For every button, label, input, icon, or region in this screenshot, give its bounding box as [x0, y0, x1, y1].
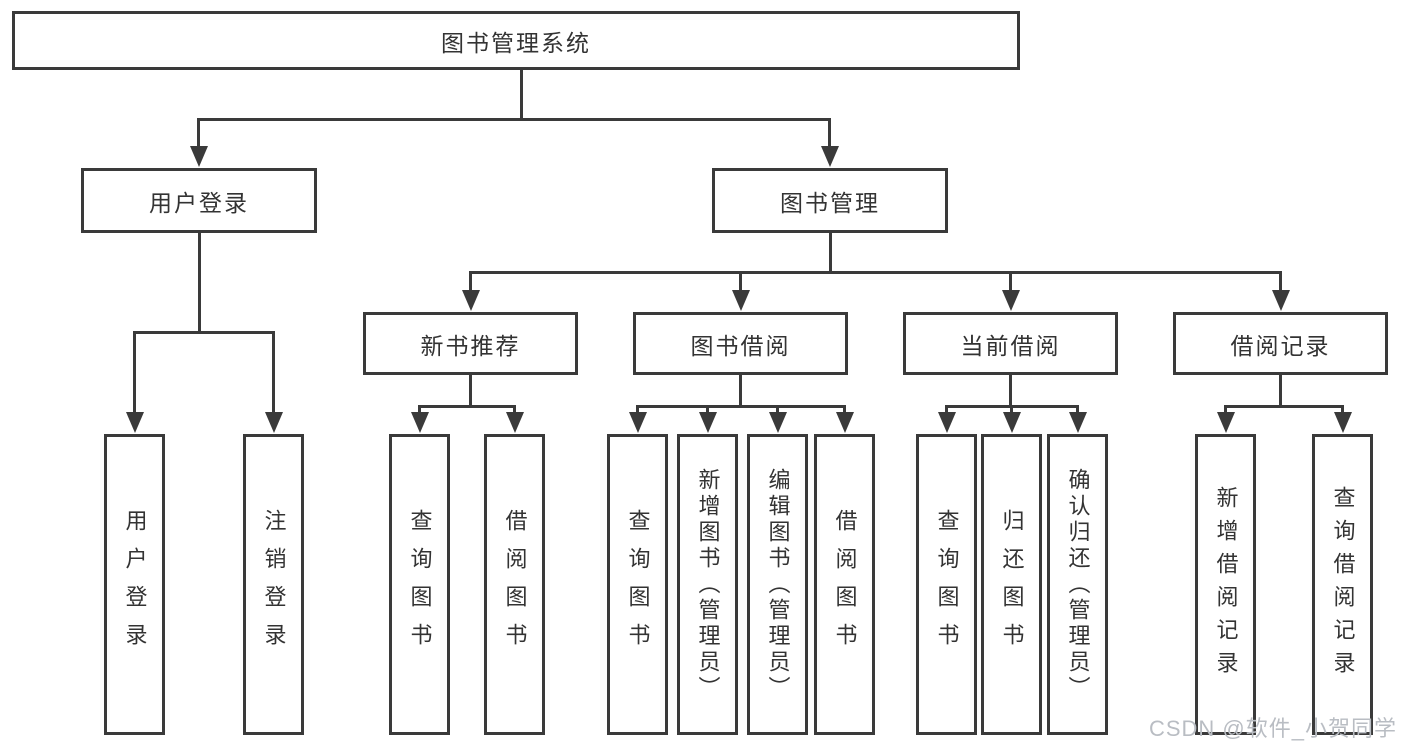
node-bb-borrow-books: 借阅图书: [814, 434, 875, 735]
node-cb-return-books-label: 归还图书: [999, 508, 1025, 661]
node-cb-return-books: 归还图书: [981, 434, 1042, 735]
connector-book-mgmt-stem: [829, 233, 832, 274]
connector-level3-branch: [469, 271, 1282, 274]
node-br-query-record: 查询借阅记录: [1312, 434, 1373, 735]
watermark: CSDN @软件_小贺同学: [1148, 716, 1397, 741]
connector-g3-leaf1: [945, 405, 948, 416]
connector-to-book-borrow: [739, 271, 742, 294]
arrowhead-book-management: [821, 146, 839, 167]
node-new-book-recommend-label: 新书推荐: [420, 332, 521, 359]
arrowhead-current-borrow: [1002, 290, 1020, 311]
connector-to-book-management: [828, 118, 831, 150]
node-borrowing-records-label: 借阅记录: [1230, 332, 1331, 359]
arrowhead-g2-leaf1: [629, 412, 647, 433]
arrowhead-new-book: [462, 290, 480, 311]
arrowhead-g1-leaf2: [506, 412, 524, 433]
arrowhead-g4-leaf1: [1217, 412, 1235, 433]
connector-to-user-login: [197, 118, 200, 150]
node-bb-add-books-admin: 新增图书（管理员）: [677, 434, 738, 735]
node-bb-edit-books-admin-label: 编辑图书（管理员）: [765, 467, 791, 702]
connector-g2-leaf2: [706, 405, 709, 416]
node-bb-edit-books-admin: 编辑图书（管理员）: [747, 434, 808, 735]
connector-g2-stem: [739, 375, 742, 408]
connector-g4-stem: [1279, 375, 1282, 408]
connector-g1-leaf1: [418, 405, 421, 416]
node-book-borrowing-label: 图书借阅: [690, 332, 791, 359]
arrowhead-g3-leaf3: [1069, 412, 1087, 433]
node-leaf-user-login: 用户登录: [104, 434, 165, 735]
node-rec-query-books-label: 查询图书: [407, 508, 433, 661]
node-leaf-logout-label: 注销登录: [261, 508, 287, 661]
node-rec-borrow-books-label: 借阅图书: [502, 508, 528, 661]
node-borrowing-records: 借阅记录: [1173, 312, 1388, 375]
node-leaf-user-login-label: 用户登录: [122, 508, 148, 661]
arrowhead-logout-leaf: [265, 412, 283, 433]
connector-g1-stem: [469, 375, 472, 408]
connector-g1-branch: [418, 405, 516, 408]
connector-g2-leaf4: [843, 405, 846, 416]
arrowhead-g1-leaf1: [411, 412, 429, 433]
arrowhead-login-leaf: [126, 412, 144, 433]
node-user-login: 用户登录: [81, 168, 317, 233]
node-rec-borrow-books: 借阅图书: [484, 434, 545, 735]
node-cb-confirm-return-admin: 确认归还（管理员）: [1047, 434, 1108, 735]
connector-g2-leaf3: [776, 405, 779, 416]
arrowhead-g2-leaf4: [836, 412, 854, 433]
node-library-system: 图书管理系统: [12, 11, 1020, 70]
connector-g3-leaf2: [1010, 405, 1013, 416]
node-br-query-record-label: 查询借阅记录: [1330, 485, 1356, 684]
arrowhead-book-borrow: [732, 290, 750, 311]
connector-user-login-stem: [198, 233, 201, 334]
node-library-system-label: 图书管理系统: [441, 29, 591, 56]
connector-to-current-borrow: [1009, 271, 1012, 294]
node-cb-confirm-return-admin-label: 确认归还（管理员）: [1065, 467, 1091, 702]
arrowhead-borrow-records: [1272, 290, 1290, 311]
node-leaf-logout: 注销登录: [243, 434, 304, 735]
node-cb-query-books-label: 查询图书: [934, 508, 960, 661]
node-user-login-label: 用户登录: [149, 189, 249, 216]
connector-root-stem: [520, 70, 523, 121]
node-current-borrowing: 当前借阅: [903, 312, 1118, 375]
connector-user-login-branch: [133, 331, 275, 334]
arrowhead-g2-leaf3: [769, 412, 787, 433]
node-bb-query-books: 查询图书: [607, 434, 668, 735]
node-book-borrowing: 图书借阅: [633, 312, 848, 375]
connector-g2-branch: [636, 405, 846, 408]
node-bb-query-books-label: 查询图书: [625, 508, 651, 661]
node-bb-borrow-books-label: 借阅图书: [832, 508, 858, 661]
connector-to-login-leaf: [133, 331, 136, 416]
node-book-management-label: 图书管理: [780, 189, 880, 216]
node-br-add-record-label: 新增借阅记录: [1213, 485, 1239, 684]
arrowhead-g4-leaf2: [1334, 412, 1352, 433]
arrowhead-g3-leaf1: [938, 412, 956, 433]
connector-g1-leaf2: [513, 405, 516, 416]
connector-to-new-book: [469, 271, 472, 294]
arrowhead-g2-leaf2: [699, 412, 717, 433]
node-rec-query-books: 查询图书: [389, 434, 450, 735]
node-bb-add-books-admin-label: 新增图书（管理员）: [695, 467, 721, 702]
node-br-add-record: 新增借阅记录: [1195, 434, 1256, 735]
connector-level2-branch: [197, 118, 831, 121]
connector-g4-leaf1: [1224, 405, 1227, 416]
connector-g3-stem: [1009, 375, 1012, 408]
connector-g4-branch: [1224, 405, 1344, 408]
node-new-book-recommend: 新书推荐: [363, 312, 578, 375]
connector-g4-leaf2: [1341, 405, 1344, 416]
arrowhead-g3-leaf2: [1003, 412, 1021, 433]
node-current-borrowing-label: 当前借阅: [960, 332, 1061, 359]
connector-to-borrow-records: [1279, 271, 1282, 294]
node-book-management: 图书管理: [712, 168, 948, 233]
connector-to-logout-leaf: [272, 331, 275, 416]
arrowhead-user-login: [190, 146, 208, 167]
connector-g2-leaf1: [636, 405, 639, 416]
node-cb-query-books: 查询图书: [916, 434, 977, 735]
connector-g3-leaf3: [1076, 405, 1079, 416]
